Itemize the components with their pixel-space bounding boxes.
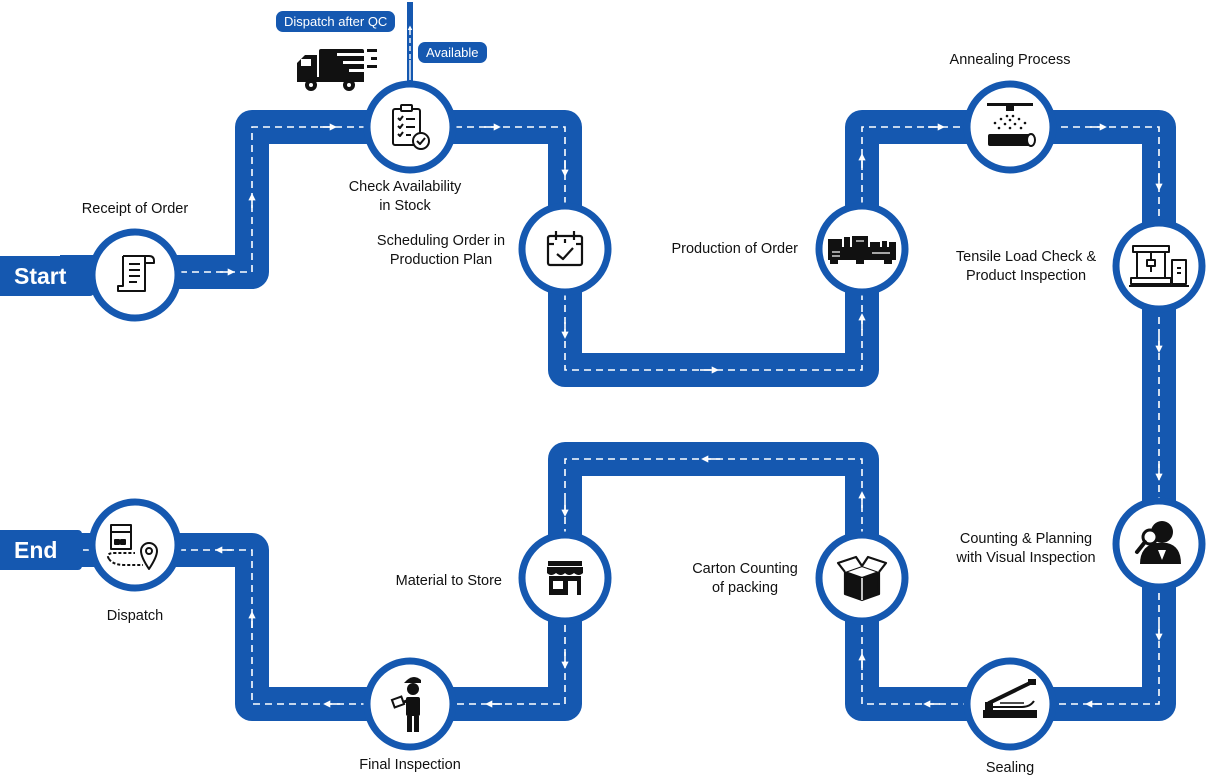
step-label-carton: Carton Counting of packing [692, 561, 798, 596]
step-circle-dispatch [88, 498, 182, 592]
available-tag: Available [418, 42, 487, 63]
step-label-receipt: Receipt of Order [81, 201, 189, 217]
step-circle-tensile [1112, 219, 1206, 313]
flow-dashed-line [60, 126, 1160, 705]
receipt-icon [117, 255, 155, 292]
inspector-worker-icon [390, 677, 421, 732]
calendar-check-icon [546, 231, 584, 267]
sealing-machine-icon [983, 679, 1037, 718]
clipboard-check-icon [392, 104, 430, 150]
step-label-scheduling: Scheduling Order in Production Plan [376, 233, 506, 268]
production-machine-icon [828, 236, 896, 264]
step-label-check-availability: Check Availability in Stock [348, 179, 462, 214]
step-label-counting: Counting & Planning with Visual Inspecti… [956, 531, 1096, 566]
carton-box-icon [836, 555, 888, 602]
annealing-spray-icon [987, 103, 1036, 147]
end-terminal: End [0, 530, 82, 570]
delivery-truck-icon [297, 49, 377, 91]
start-terminal: Start [0, 256, 94, 296]
tensile-tester-icon [1129, 245, 1189, 287]
store-icon [547, 561, 583, 595]
flow-arrows [215, 123, 1163, 708]
step-circle-sealing [963, 657, 1057, 751]
step-label-sealing: Sealing [985, 760, 1035, 776]
dispatch-after-qc-tag: Dispatch after QC [276, 11, 396, 32]
step-circle-scheduling [518, 202, 612, 296]
step-label-tensile: Tensile Load Check & Product Inspection [955, 249, 1097, 284]
step-label-final-inspection: Final Inspection [359, 757, 461, 773]
step-label-dispatch: Dispatch [106, 608, 164, 624]
step-label-production: Production of Order [671, 241, 798, 257]
inspector-magnifier-icon [1135, 521, 1181, 564]
dispatch-location-icon [106, 524, 158, 570]
step-label-annealing: Annealing Process [949, 52, 1071, 68]
step-label-store: Material to Store [395, 573, 502, 589]
flow-band [60, 110, 1176, 721]
